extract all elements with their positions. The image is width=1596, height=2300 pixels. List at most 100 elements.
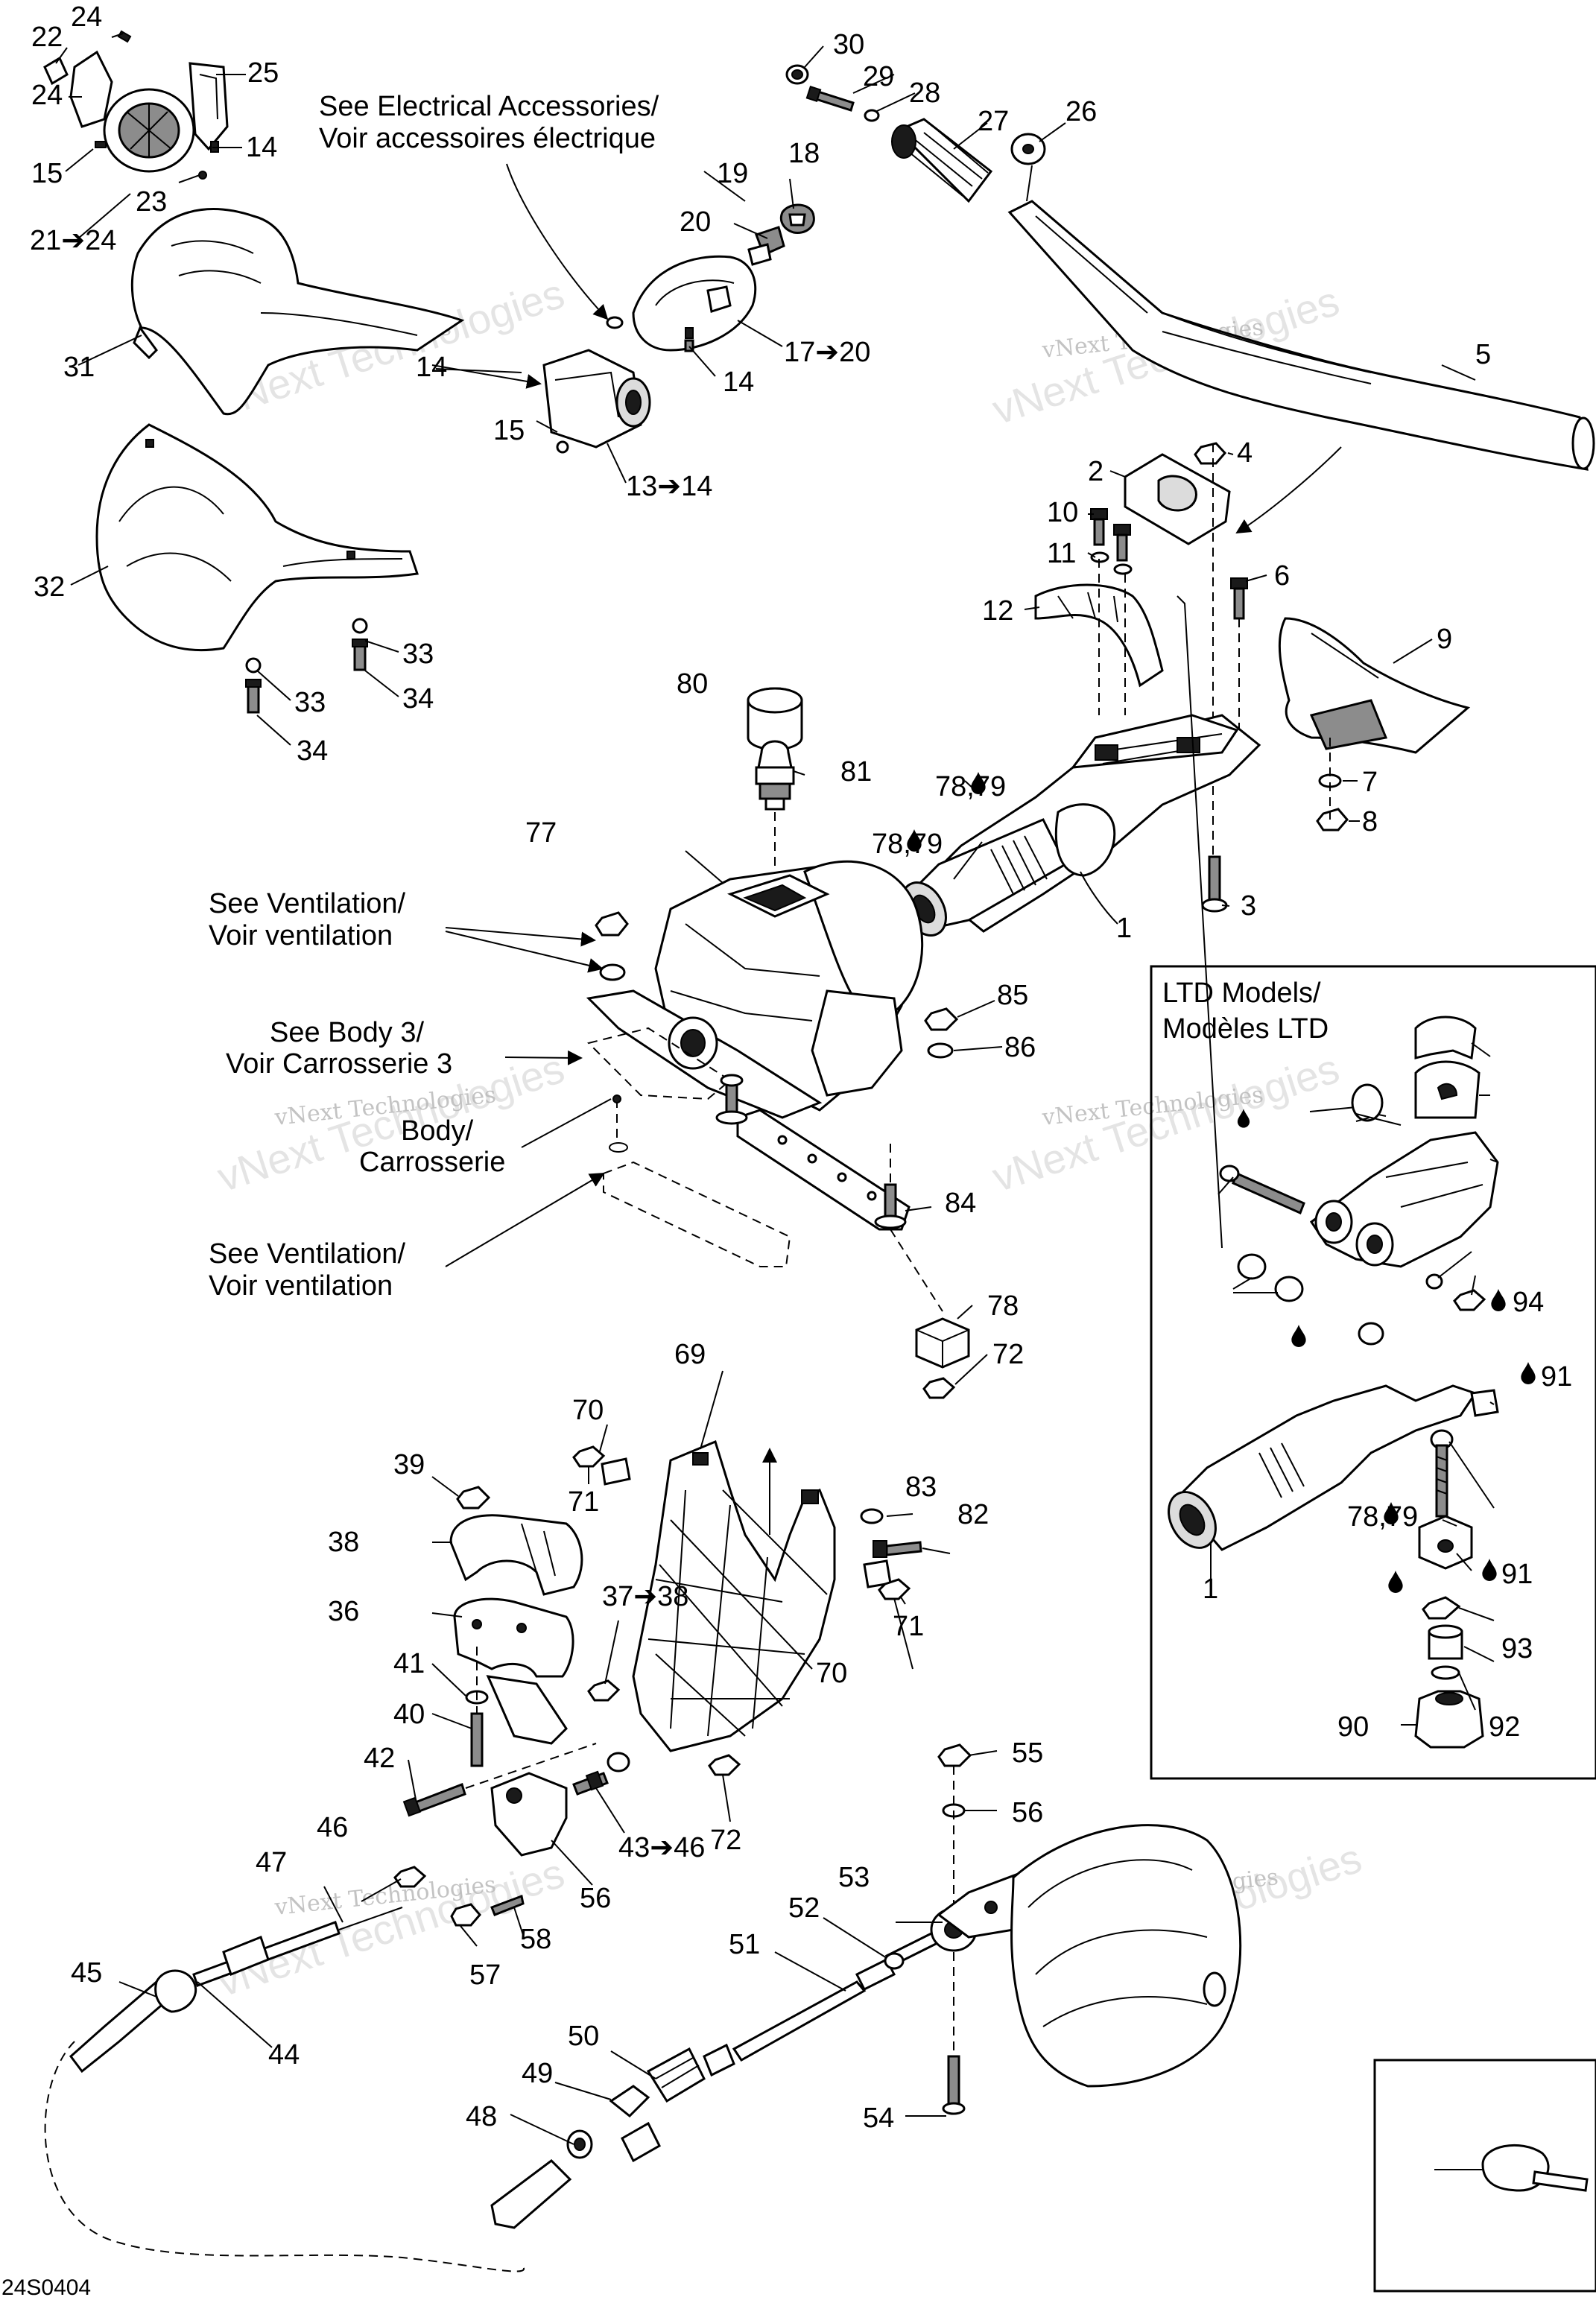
callout-3: 3 — [1241, 890, 1256, 922]
callout-32: 32 — [34, 571, 65, 603]
callout-76: 92 — [1489, 1711, 1520, 1743]
callout-59-62: 69 — [674, 1339, 706, 1370]
leader-lines — [55, 33, 1498, 2170]
callout-43-46: 44 — [268, 2039, 300, 2071]
callout-17-20: 17➔20 — [784, 337, 870, 368]
steering-cable-assembly — [44, 1743, 1242, 2272]
diagram-code: 24S0404 — [1, 2275, 91, 2300]
callout-56: 56 — [580, 1883, 611, 1914]
callout-27: 27 — [978, 106, 1009, 137]
note-body3-line2: Voir Carrosserie 3 — [226, 1048, 452, 1080]
callout-1: 1 — [1203, 1574, 1218, 1605]
steering-clamps — [393, 1486, 630, 1927]
steering-column — [901, 714, 1261, 937]
callout-14: 14 — [416, 352, 447, 383]
callout-26: 26 — [1065, 96, 1097, 127]
callout-20: 20 — [680, 206, 711, 238]
callout-12: 12 — [982, 595, 1013, 627]
callout-15: 14 — [723, 367, 754, 398]
callout-70: 83 — [905, 1471, 937, 1503]
callout-30: 30 — [833, 29, 864, 60]
callout-35-36: 36 — [328, 1596, 359, 1627]
grease-drop-icon — [1291, 1325, 1306, 1347]
callout-42: 43➔46 — [618, 1832, 705, 1863]
steering-panel — [572, 1439, 922, 1776]
callout-41: 42 — [364, 1743, 395, 1774]
callout-2: 2 — [1088, 456, 1103, 487]
callout-39: 40 — [393, 1699, 425, 1730]
callout-62: 72 — [710, 1825, 741, 1856]
note-ventilation-bottom-line1: See Ventilation/ — [209, 1238, 406, 1270]
callout-69: 82 — [957, 1499, 989, 1530]
callout-60-61: 70 — [572, 1395, 604, 1426]
callout-28: 28 — [909, 77, 940, 109]
callout-61: 71 — [893, 1611, 924, 1642]
callout-54: 55 — [1012, 1737, 1043, 1769]
callout-60-61: 70 — [816, 1658, 847, 1689]
ltd-title-line2: Modèles LTD — [1162, 1013, 1329, 1045]
callout-23: 23 — [136, 186, 167, 218]
callout-55: 56 — [1012, 1797, 1043, 1828]
callout-48: 49 — [522, 2058, 553, 2089]
callout-40: 41 — [393, 1648, 425, 1679]
callout-74: 90 — [1337, 1711, 1369, 1743]
callout-77: 93 — [1501, 1633, 1533, 1664]
callout-37-38: 38 — [328, 1527, 359, 1558]
note-ventilation-bottom-line2: Voir ventilation — [209, 1270, 393, 1302]
callout-44: 45 — [71, 1957, 102, 1989]
callout-31: 31 — [63, 352, 95, 383]
callout-24: 24 — [71, 1, 102, 33]
notes: See Electrical Accessories/ Voir accesso… — [1, 91, 659, 2300]
callout-50: 51 — [729, 1929, 760, 1960]
callout-21-24: 21➔24 — [30, 225, 116, 256]
callout-58: 58 — [520, 1924, 551, 1955]
callout-16: 15 — [31, 158, 63, 189]
note-electrical-line2: Voir accessoires électrique — [319, 123, 656, 154]
callout-73: 86 — [1004, 1032, 1036, 1063]
handlebar-assembly — [785, 64, 1595, 913]
callout-9: 9 — [1437, 624, 1452, 655]
callout-38: 39 — [393, 1449, 425, 1480]
callout-51: 52 — [788, 1892, 820, 1924]
callout-36: 37➔38 — [602, 1581, 688, 1612]
callout-18: 18 — [788, 138, 820, 169]
callouts: 24 22 24 15 21➔24 25 14 23 31 32 33 33 3… — [30, 1, 1572, 2134]
callout-64-65: 78 — [987, 1290, 1019, 1322]
callout-72: 85 — [997, 980, 1028, 1011]
callout-75: 91 — [1541, 1361, 1572, 1393]
callout-1: 1 — [1116, 913, 1132, 944]
callout-33: 33 — [294, 687, 326, 718]
callout-11: 11 — [1047, 538, 1076, 569]
callout-63-65: 77 — [525, 817, 557, 849]
callout-45: 46 — [317, 1812, 348, 1843]
callout-15: 14 — [246, 132, 277, 163]
callout-34: 34 — [402, 683, 434, 715]
grease-drop-icon — [1521, 1362, 1536, 1384]
callout-78: 94 — [1513, 1287, 1544, 1318]
callout-66: 78,79 — [935, 771, 1006, 802]
top-left-assembly — [43, 30, 465, 714]
note-ventilation-top-line2: Voir ventilation — [209, 920, 393, 951]
callout-61: 71 — [568, 1486, 599, 1518]
callout-24: 24 — [31, 80, 63, 111]
callout-49: 50 — [568, 2021, 599, 2052]
callout-6: 6 — [1274, 560, 1290, 592]
note-electrical-line1: See Electrical Accessories/ — [319, 91, 659, 122]
callout-68: 81 — [840, 756, 872, 788]
callout-71: 84 — [945, 1188, 976, 1219]
cable-tie-box — [1373, 2059, 1596, 2293]
grease-drop-icon — [1491, 1289, 1506, 1311]
ltd-models-box: LTD Models/ Modèles LTD — [1150, 965, 1596, 1780]
callout-47: 48 — [466, 2101, 497, 2132]
callout-19: 19 — [717, 158, 748, 189]
callout-22: 22 — [31, 22, 63, 53]
note-body-line2: Carrosserie — [359, 1147, 505, 1178]
callout-67: 80 — [677, 668, 708, 700]
callout-53: 54 — [863, 2103, 894, 2134]
callout-7: 7 — [1362, 767, 1378, 798]
callout-65: 72 — [992, 1339, 1024, 1370]
switch-housing-assembly — [542, 203, 815, 454]
callout-4: 4 — [1237, 437, 1253, 469]
note-ventilation-top-line1: See Ventilation/ — [209, 888, 406, 919]
